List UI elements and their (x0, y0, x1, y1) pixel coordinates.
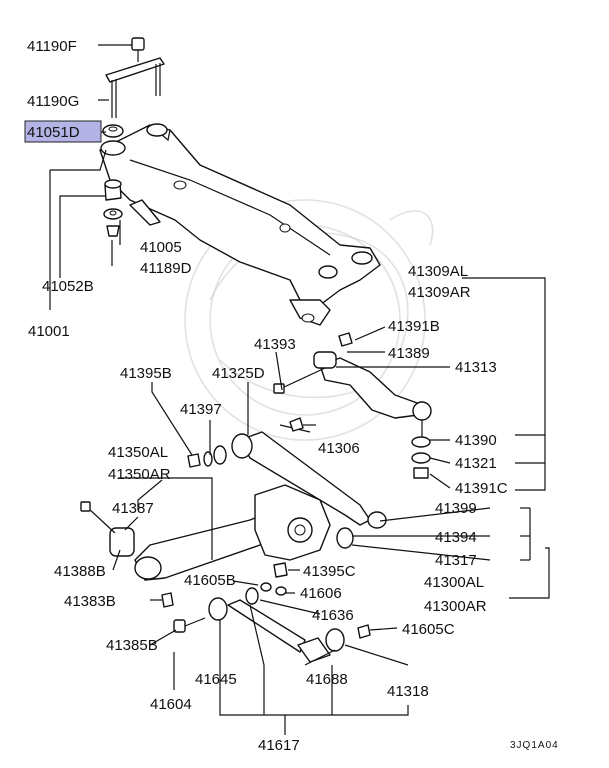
label-41313[interactable]: 41313 (455, 359, 497, 376)
label-41394[interactable]: 41394 (435, 529, 477, 546)
knuckle-drawing (254, 484, 387, 561)
washer-41605B-drawing (260, 582, 272, 592)
nut-41383B-drawing (161, 592, 174, 608)
label-41052B[interactable]: 41052B (42, 278, 94, 295)
label-41383B[interactable]: 41383B (64, 593, 116, 610)
bracket-41190G-drawing (105, 57, 165, 118)
label-41318[interactable]: 41318 (387, 683, 429, 700)
label-41321[interactable]: 41321 (455, 455, 497, 472)
label-41300AR[interactable]: 41300AR (424, 598, 487, 615)
nut-41391B-drawing (338, 332, 353, 347)
part-labels: 41190F 41190G 41051D 41005 41189D 41052B… (24, 38, 559, 754)
label-41190F[interactable]: 41190F (27, 38, 77, 55)
label-41001[interactable]: 41001 (28, 323, 70, 340)
label-41385B[interactable]: 41385B (106, 637, 158, 654)
bolt-41190F-drawing (131, 37, 145, 62)
label-41605C[interactable]: 41605C (402, 621, 455, 638)
label-41617[interactable]: 41617 (258, 737, 300, 754)
label-41393[interactable]: 41393 (254, 336, 296, 353)
nut-41395C-drawing (273, 562, 288, 578)
crossmember-41001-drawing (99, 123, 381, 326)
bushing-41350A-drawing (213, 445, 227, 465)
boot-41390-drawing (411, 436, 431, 448)
label-41388B[interactable]: 41388B (54, 563, 106, 580)
label-41190G[interactable]: 41190G (27, 93, 79, 110)
label-41325D[interactable]: 41325D (212, 365, 265, 382)
bolt-41385B-drawing (173, 617, 206, 633)
label-41688[interactable]: 41688 (306, 671, 348, 688)
leader-lines (49, 44, 550, 735)
lateral-link-41306-drawing (231, 417, 371, 526)
label-41051D[interactable]: 41051D (27, 124, 80, 141)
label-41350AR[interactable]: 41350AR (108, 466, 171, 483)
label-41605B[interactable]: 41605B (184, 572, 236, 589)
label-41391B[interactable]: 41391B (388, 318, 440, 335)
label-41309AL[interactable]: 41309AL (408, 263, 468, 280)
label-41606[interactable]: 41606 (300, 585, 342, 602)
label-41387[interactable]: 41387 (112, 500, 154, 517)
label-41645[interactable]: 41645 (195, 671, 237, 688)
diagram-code: 3JQ1A04 (510, 740, 559, 751)
bolt-41189D-drawing (106, 225, 120, 237)
label-41395C[interactable]: 41395C (303, 563, 356, 580)
washer-41321-drawing (411, 452, 431, 464)
label-41300AL[interactable]: 41300AL (424, 574, 484, 591)
label-41636[interactable]: 41636 (312, 607, 354, 624)
washer-41606-drawing (275, 586, 287, 596)
nut-41391C-drawing (413, 467, 429, 479)
washer-41005-drawing (103, 208, 123, 220)
label-41306[interactable]: 41306 (318, 440, 360, 457)
label-41399[interactable]: 41399 (435, 500, 477, 517)
label-41604[interactable]: 41604 (150, 696, 192, 713)
label-41005[interactable]: 41005 (140, 239, 182, 256)
highlight-box-41051D (24, 120, 102, 143)
label-41395B[interactable]: 41395B (120, 365, 172, 382)
bushing-41051D-drawing (102, 124, 124, 138)
lower-link-41617-drawing (208, 587, 371, 663)
label-41189D[interactable]: 41189D (140, 260, 192, 277)
label-41317[interactable]: 41317 (435, 552, 477, 569)
label-41391C[interactable]: 41391C (455, 480, 508, 497)
washer-41397-drawing (203, 451, 213, 467)
label-41389[interactable]: 41389 (388, 345, 430, 362)
label-41397[interactable]: 41397 (180, 401, 222, 418)
label-41390[interactable]: 41390 (455, 432, 497, 449)
mount-41052B-drawing (104, 179, 122, 201)
nut-41395B-drawing (187, 453, 201, 468)
label-41309AR[interactable]: 41309AR (408, 284, 471, 301)
label-41350AL[interactable]: 41350AL (108, 444, 168, 461)
